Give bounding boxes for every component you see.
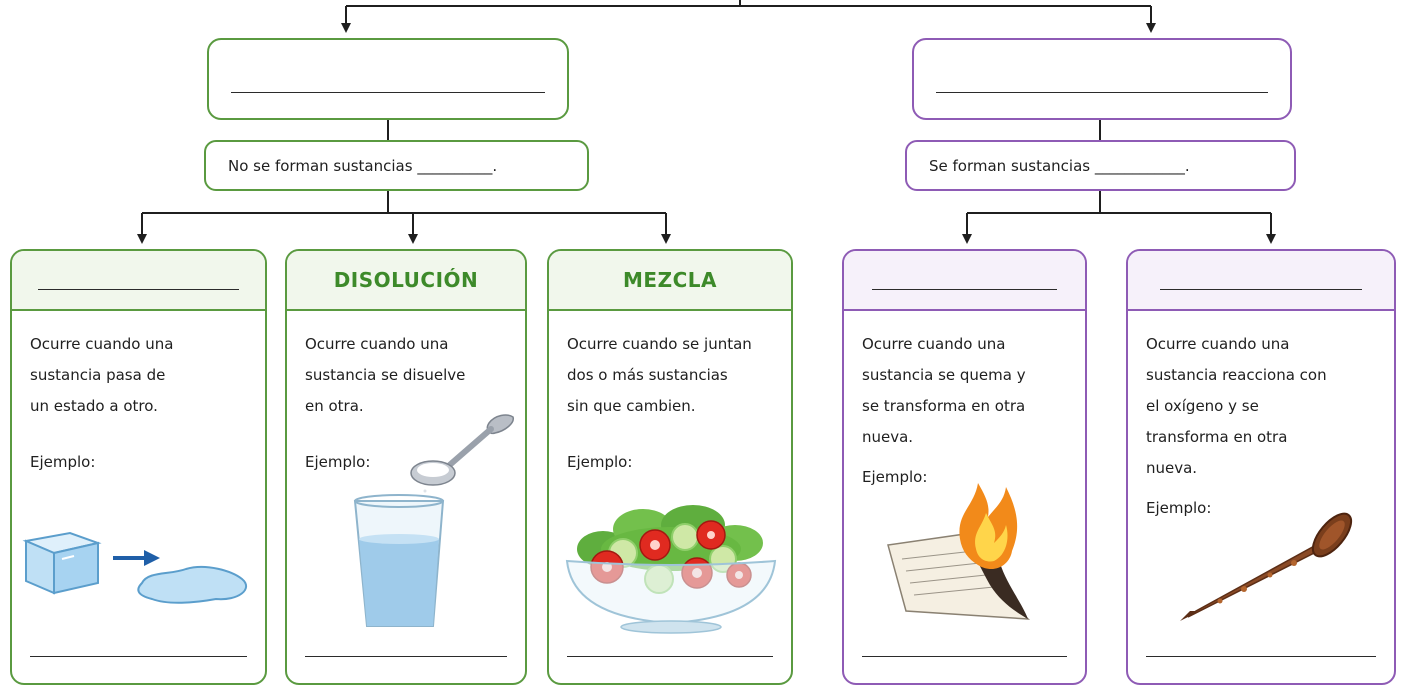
card-example-label: Ejemplo: <box>305 453 371 471</box>
physical-substances-note: No se forman sustancias __________. <box>204 140 589 191</box>
ice-cube-melting-icon <box>22 531 248 604</box>
physical-change-category-box <box>207 38 569 120</box>
salad-bowl-icon <box>565 505 777 634</box>
card-description: Ocurre cuando una sustancia se quema y s… <box>862 335 1026 446</box>
card-answer-line <box>862 656 1067 657</box>
rusty-nail-icon <box>1180 512 1353 621</box>
title-blank-line <box>38 289 239 290</box>
title-blank-line <box>872 289 1057 290</box>
chemical-change-category-box <box>912 38 1292 120</box>
note-text: Se forman sustancias <box>929 156 1091 175</box>
card-example-label: Ejemplo: <box>862 468 928 486</box>
note-text: No se forman sustancias <box>228 156 413 175</box>
card-answer-line <box>1146 656 1376 657</box>
note-blank: ____________. <box>1094 156 1190 175</box>
card-title <box>844 251 1085 311</box>
card-answer-line <box>305 656 507 657</box>
card-description: Ocurre cuando una sustancia reacciona co… <box>1146 335 1327 477</box>
card-mixture: MEZCLA Ocurre cuando se juntan dos o más… <box>547 249 793 685</box>
card-dissolution: DISOLUCIÓN Ocurre cuando una sustancia s… <box>285 249 527 685</box>
card-description: Ocurre cuando una sustancia se disuelve … <box>305 335 466 415</box>
card-change-of-state: Ocurre cuando una sustancia pasa de un e… <box>10 249 267 685</box>
card-example-label: Ejemplo: <box>30 453 96 471</box>
card-title <box>12 251 265 311</box>
card-description: Ocurre cuando se juntan dos o más sustan… <box>567 335 752 415</box>
category-blank-line <box>231 92 545 93</box>
card-answer-line <box>567 656 773 657</box>
card-combustion: Ocurre cuando una sustancia se quema y s… <box>842 249 1087 685</box>
card-example-label: Ejemplo: <box>1146 499 1212 517</box>
card-title: DISOLUCIÓN <box>287 251 525 311</box>
card-description: Ocurre cuando una sustancia pasa de un e… <box>30 335 174 415</box>
title-blank-line <box>1160 289 1362 290</box>
card-answer-line <box>30 656 247 657</box>
glass-water-salt-spoon-icon <box>353 414 514 627</box>
note-blank: __________. <box>417 156 498 175</box>
burning-paper-icon <box>887 483 1031 620</box>
card-title <box>1128 251 1394 311</box>
card-oxidation: Ocurre cuando una sustancia reacciona co… <box>1126 249 1396 685</box>
card-title: MEZCLA <box>549 251 791 311</box>
category-blank-line <box>936 92 1268 93</box>
chemical-substances-note: Se forman sustancias ____________. <box>905 140 1296 191</box>
card-example-label: Ejemplo: <box>567 453 633 471</box>
